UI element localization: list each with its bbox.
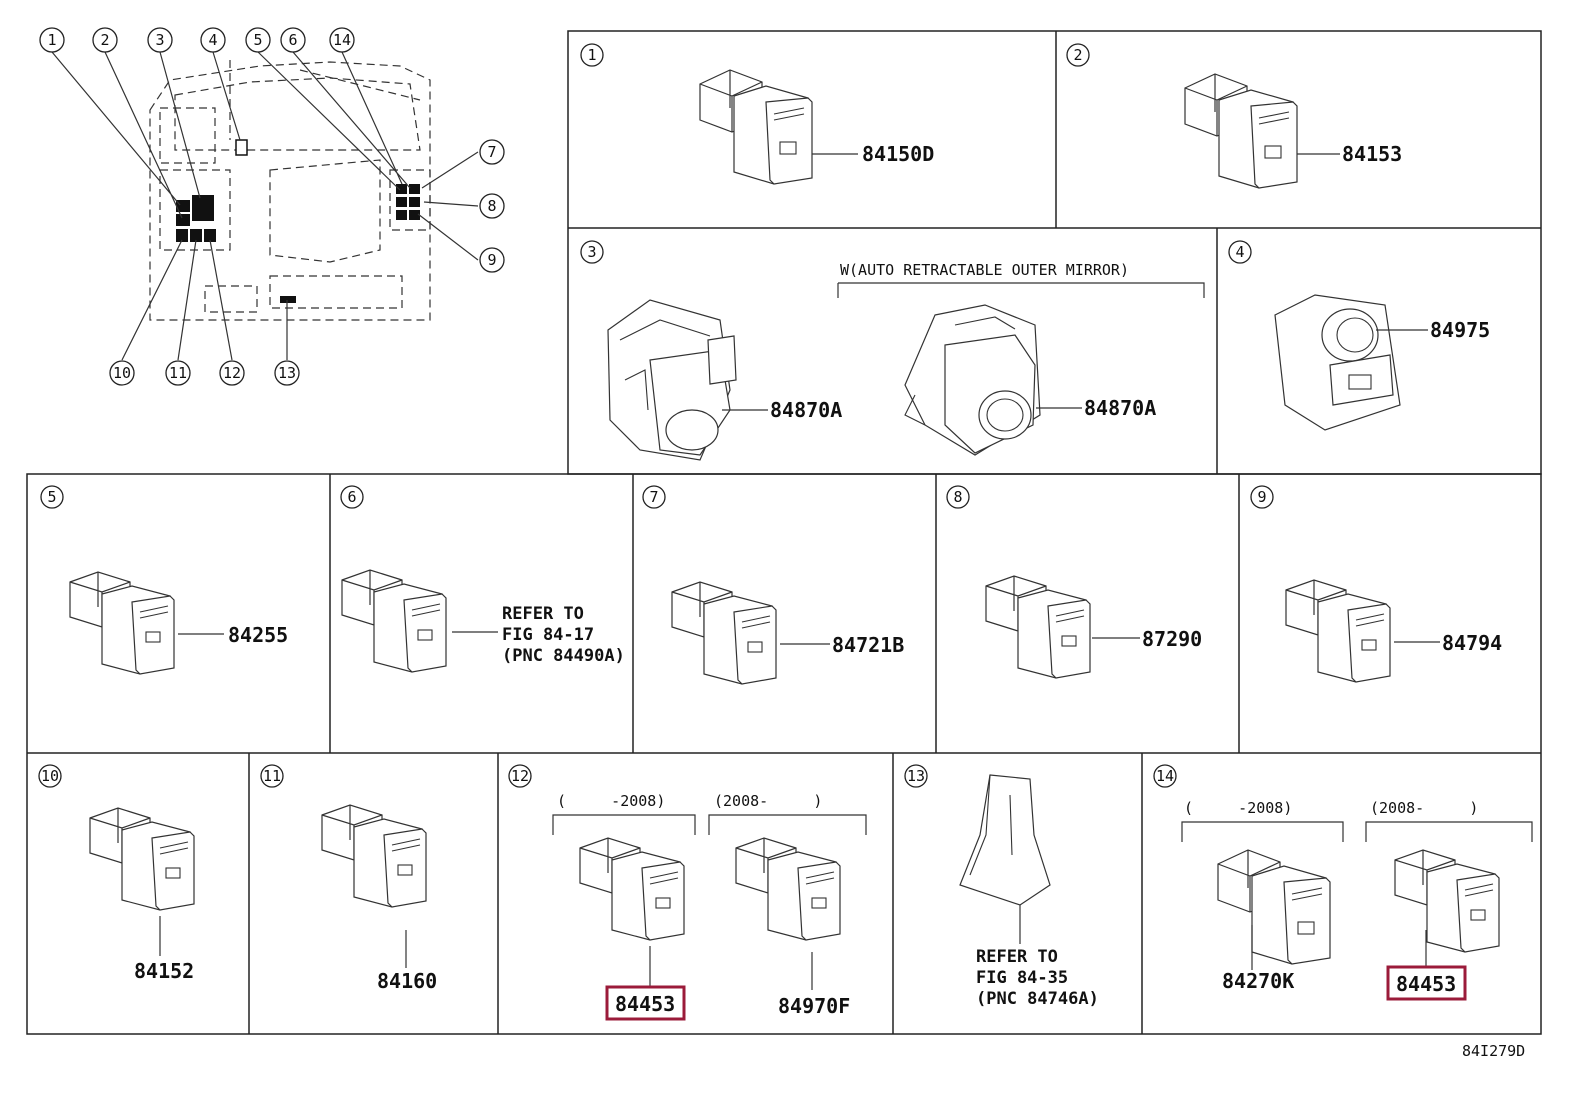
cell-number-14: 14 bbox=[1153, 764, 1177, 788]
cell-number-7: 7 bbox=[642, 485, 666, 509]
part-number: 84975 bbox=[1430, 318, 1490, 342]
callout-14: 14 bbox=[329, 27, 355, 53]
svg-text:6: 6 bbox=[347, 488, 356, 506]
part-number: 87290 bbox=[1142, 627, 1202, 651]
part-number: 84153 bbox=[1342, 142, 1402, 166]
part-number: 84794 bbox=[1442, 631, 1502, 655]
svg-text:5: 5 bbox=[253, 31, 262, 49]
part-number: 84870A bbox=[770, 398, 842, 422]
dashboard-overview bbox=[51, 51, 479, 361]
grid-frames bbox=[26, 30, 1542, 1035]
refer-note: (PNC 84490A) bbox=[502, 646, 625, 666]
callout-11: 11 bbox=[165, 360, 191, 386]
svg-text:1: 1 bbox=[47, 31, 56, 49]
part-number: 84150D bbox=[862, 142, 934, 166]
part-number-highlighted[interactable]: 84453 bbox=[615, 992, 675, 1016]
svg-text:2: 2 bbox=[1073, 46, 1082, 64]
refer-note: FIG 84-17 bbox=[502, 625, 594, 645]
cell-number-4: 4 bbox=[1228, 240, 1252, 264]
cell-number-12: 12 bbox=[508, 764, 532, 788]
callout-12: 12 bbox=[219, 360, 245, 386]
cell-number-10: 10 bbox=[38, 764, 62, 788]
refer-note: FIG 84-35 bbox=[976, 968, 1068, 988]
highlight-box bbox=[605, 985, 686, 1021]
svg-text:9: 9 bbox=[1257, 488, 1266, 506]
cell-number-13: 13 bbox=[904, 764, 928, 788]
svg-text:2: 2 bbox=[100, 31, 109, 49]
callout-13: 13 bbox=[274, 360, 300, 386]
svg-text:8: 8 bbox=[953, 488, 962, 506]
svg-text:10: 10 bbox=[113, 364, 131, 382]
refer-note: REFER TO bbox=[976, 947, 1058, 967]
callout-5: 5 bbox=[245, 27, 271, 53]
part-number: 84160 bbox=[377, 969, 437, 993]
part-number: 84721B bbox=[832, 633, 904, 657]
svg-text:4: 4 bbox=[1235, 243, 1244, 261]
svg-text:8: 8 bbox=[487, 197, 496, 215]
part-labels: 84150D 84153 W(AUTO RETRACTABLE OUTER MI… bbox=[134, 142, 1525, 1060]
svg-text:13: 13 bbox=[278, 364, 296, 382]
svg-text:14: 14 bbox=[333, 31, 351, 49]
cell-number-2: 2 bbox=[1066, 43, 1090, 67]
svg-text:12: 12 bbox=[223, 364, 241, 382]
variant-note: W(AUTO RETRACTABLE OUTER MIRROR) bbox=[840, 261, 1129, 279]
svg-text:6: 6 bbox=[288, 31, 297, 49]
svg-text:7: 7 bbox=[487, 143, 496, 161]
date-range: (2008- ) bbox=[714, 792, 822, 810]
part-number: 84255 bbox=[228, 623, 288, 647]
svg-text:13: 13 bbox=[907, 767, 925, 785]
svg-text:3: 3 bbox=[587, 243, 596, 261]
part-drawings bbox=[69, 69, 1533, 990]
highlight-box bbox=[1386, 965, 1467, 1001]
cell-number-3: 3 bbox=[580, 240, 604, 264]
svg-text:10: 10 bbox=[41, 767, 59, 785]
refer-note: REFER TO bbox=[502, 604, 584, 624]
part-number: 84970F bbox=[778, 994, 850, 1018]
date-range: ( -2008) bbox=[557, 792, 665, 810]
part-number: 84270K bbox=[1222, 969, 1294, 993]
callout-9: 9 bbox=[479, 247, 505, 273]
callout-1: 1 bbox=[39, 27, 65, 53]
svg-text:4: 4 bbox=[208, 31, 217, 49]
cell-number-8: 8 bbox=[946, 485, 970, 509]
callout-4: 4 bbox=[200, 27, 226, 53]
refer-note: (PNC 84746A) bbox=[976, 989, 1099, 1009]
svg-text:7: 7 bbox=[649, 488, 658, 506]
callout-8: 8 bbox=[479, 193, 505, 219]
svg-text:5: 5 bbox=[47, 488, 56, 506]
callout-10: 10 bbox=[109, 360, 135, 386]
svg-text:1: 1 bbox=[587, 46, 596, 64]
part-number: 84870A bbox=[1084, 396, 1156, 420]
part-number-highlighted[interactable]: 84453 bbox=[1396, 972, 1456, 996]
part-number: 84152 bbox=[134, 959, 194, 983]
cell-number-1: 1 bbox=[580, 43, 604, 67]
date-range: (2008- ) bbox=[1370, 799, 1478, 817]
cell-number-6: 6 bbox=[340, 485, 364, 509]
svg-text:11: 11 bbox=[169, 364, 187, 382]
callout-2: 2 bbox=[92, 27, 118, 53]
diagram-id: 84I279D bbox=[1462, 1042, 1525, 1060]
svg-text:9: 9 bbox=[487, 251, 496, 269]
cell-number-11: 11 bbox=[260, 764, 284, 788]
callout-3: 3 bbox=[147, 27, 173, 53]
cell-number-9: 9 bbox=[1250, 485, 1274, 509]
svg-text:3: 3 bbox=[155, 31, 164, 49]
callout-7: 7 bbox=[479, 139, 505, 165]
svg-text:11: 11 bbox=[263, 767, 281, 785]
callout-6: 6 bbox=[280, 27, 306, 53]
cell-number-5: 5 bbox=[40, 485, 64, 509]
date-range: ( -2008) bbox=[1184, 799, 1292, 817]
svg-text:14: 14 bbox=[1156, 767, 1174, 785]
svg-text:12: 12 bbox=[511, 767, 529, 785]
